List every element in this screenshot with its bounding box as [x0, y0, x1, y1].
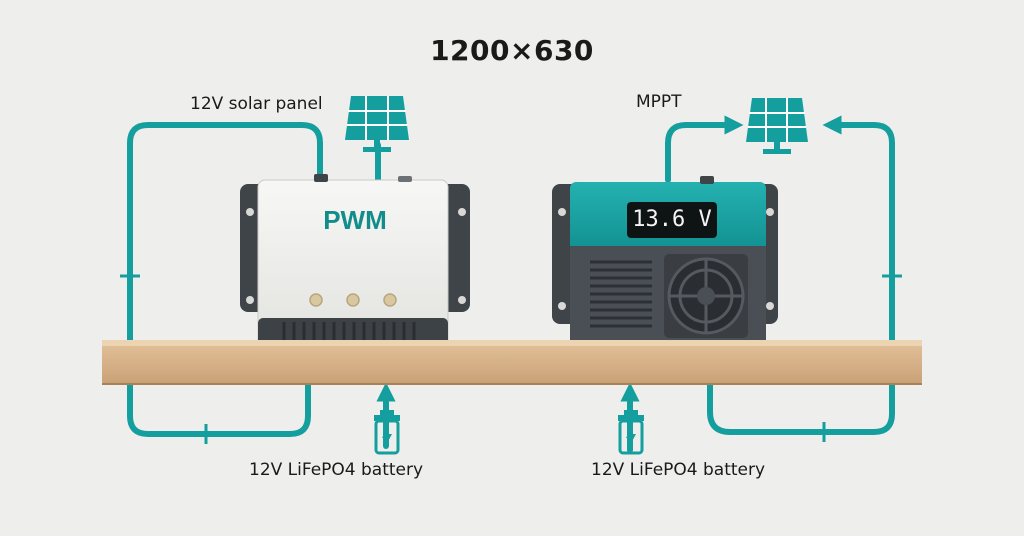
- battery-icon: [618, 410, 644, 455]
- fan-icon: [664, 254, 748, 338]
- pwm-controller-label: PWM: [323, 205, 387, 235]
- mppt-voltage-display: 13.6 V: [627, 202, 717, 238]
- dimensions-title: 1200×630: [430, 34, 594, 67]
- mppt-label: MPPT: [636, 92, 682, 112]
- battery-label-left: 12V LiFePO4 battery: [249, 460, 424, 480]
- mppt-vent-grille: [590, 260, 652, 328]
- solar-panel-icon: [345, 96, 409, 152]
- mppt-return-wire: [707, 115, 895, 435]
- wooden-shelf: [102, 340, 922, 385]
- solar-panel-icon: [746, 98, 808, 154]
- pwm-loop-wire: [127, 122, 323, 437]
- battery-label-right: 12V LiFePO4 battery: [591, 460, 766, 480]
- mppt-controller: [552, 176, 778, 356]
- mppt-wire-ticks: [822, 274, 902, 442]
- mppt-to-panel-wire: [665, 115, 744, 183]
- pwm-controller: [240, 174, 470, 354]
- pwm-wire-ticks: [120, 274, 208, 444]
- pwm-indicator-leds: [309, 293, 397, 307]
- solar-panel-label: 12V solar panel: [190, 94, 323, 114]
- battery-icon: [374, 410, 400, 455]
